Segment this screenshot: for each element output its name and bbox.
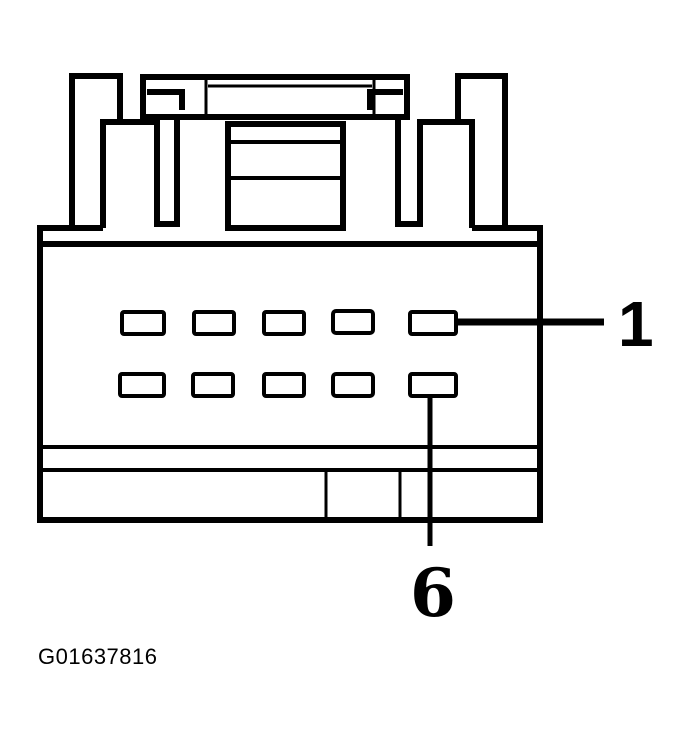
cavity-10 <box>118 372 166 398</box>
cavity-5 <box>120 310 166 336</box>
cavity-4 <box>192 310 236 336</box>
cavity-6 <box>408 372 458 398</box>
cavity-7 <box>331 372 375 398</box>
cavity-2 <box>331 309 375 335</box>
leader-lines <box>427 318 604 546</box>
connector-body <box>37 241 543 523</box>
cavity-1 <box>408 310 458 336</box>
cavity-row-1 <box>120 309 458 336</box>
cavity-3 <box>262 310 306 336</box>
cavity-9 <box>191 372 235 398</box>
cavity-row-2 <box>118 372 458 398</box>
latch-assembly <box>37 73 543 244</box>
callout-label-1: 1 <box>618 288 654 360</box>
cavity-8 <box>262 372 306 398</box>
figure-id: G01637816 <box>38 644 158 669</box>
callout-label-6: 6 <box>410 554 456 632</box>
